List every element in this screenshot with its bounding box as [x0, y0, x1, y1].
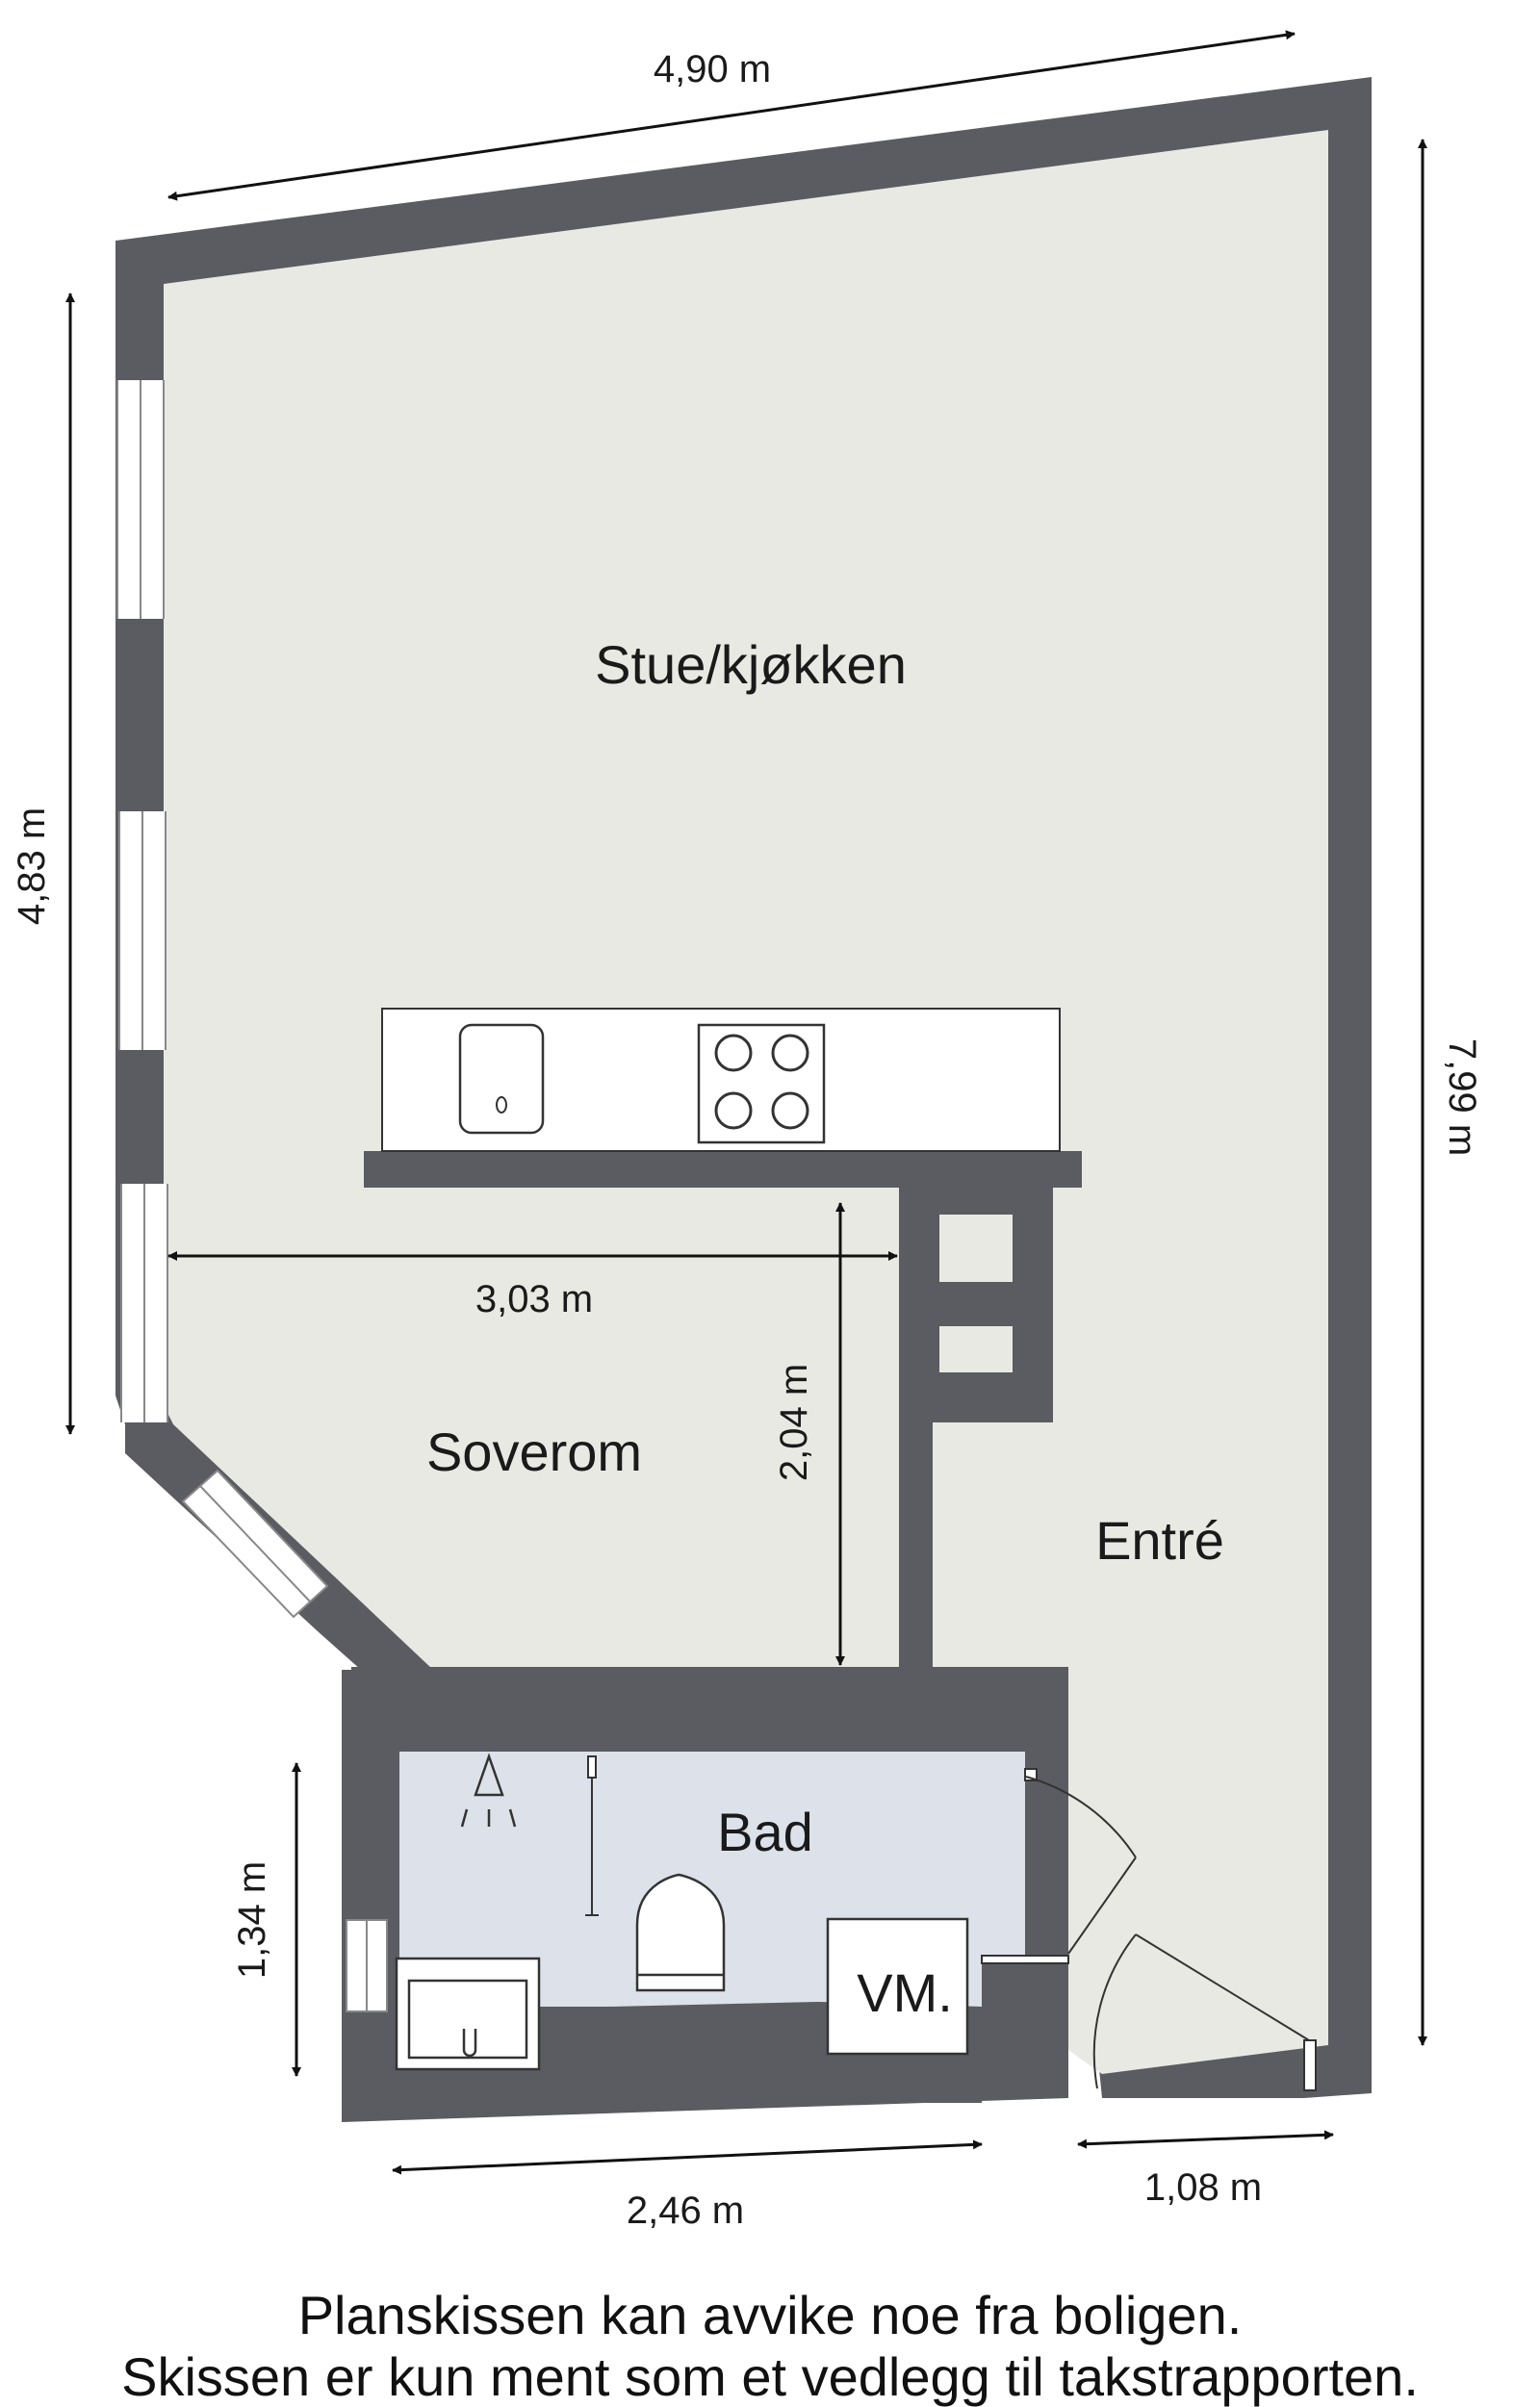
shower-icon [460, 1753, 517, 1828]
room-label-entry: Entré [1095, 1510, 1224, 1571]
entrance-door [981, 1768, 1317, 2091]
closet-shelf-1 [939, 1215, 1013, 1282]
room-label-bath: Bad [717, 1802, 813, 1862]
disclaimer-line-1: Planskissen kan avvike noe fra boligen. [297, 2285, 1243, 2345]
toilet [635, 1873, 726, 1992]
burner [714, 1034, 753, 1072]
window-diagonal [181, 1469, 329, 1619]
dim-label-entry-width: 1,08 m [1144, 2166, 1262, 2209]
room-label-bedroom: Soverom [426, 1421, 642, 1482]
sink [458, 1023, 545, 1135]
bath-right-wall-lower [982, 1959, 1068, 2055]
closet-shelf-2 [939, 1326, 1013, 1372]
dim-label-bedroom-depth: 2,04 m [773, 1364, 815, 1481]
washing-machine-label: VM. [857, 1962, 953, 2023]
shower-screen [585, 1755, 599, 1916]
dim-label-right-height: 7,99 m [1441, 1038, 1483, 1156]
dim-line-bath-width [392, 2139, 983, 2175]
dim-label-bath-height: 1,34 m [231, 1861, 273, 1979]
sink-vanity [395, 1957, 541, 2071]
dim-label-top-width: 4,90 m [654, 48, 771, 90]
kitchen-counter-wall [364, 1151, 1082, 1188]
burner [771, 1091, 809, 1130]
window-left-2 [118, 811, 167, 1050]
dim-label-bedroom-width: 3,03 m [475, 1278, 593, 1320]
room-label-living: Stue/kjøkken [595, 634, 907, 695]
burner [714, 1091, 753, 1130]
window-left-1 [116, 380, 165, 619]
sink-drain [496, 1096, 507, 1114]
disclaimer-line-2: Skissen er kun ment som et vedlegg til t… [121, 2346, 1419, 2407]
dim-label-bath-width: 2,46 m [627, 2189, 744, 2232]
dim-label-left-height: 4,83 m [11, 807, 53, 925]
washing-machine [826, 1917, 969, 2056]
dim-line-top-width [167, 30, 1296, 201]
bath-top-wall [351, 1667, 1068, 1752]
window-bath [346, 1919, 388, 2012]
burner [771, 1034, 809, 1072]
dim-line-entry-width [1077, 2130, 1334, 2149]
window-left-3 [120, 1184, 168, 1422]
